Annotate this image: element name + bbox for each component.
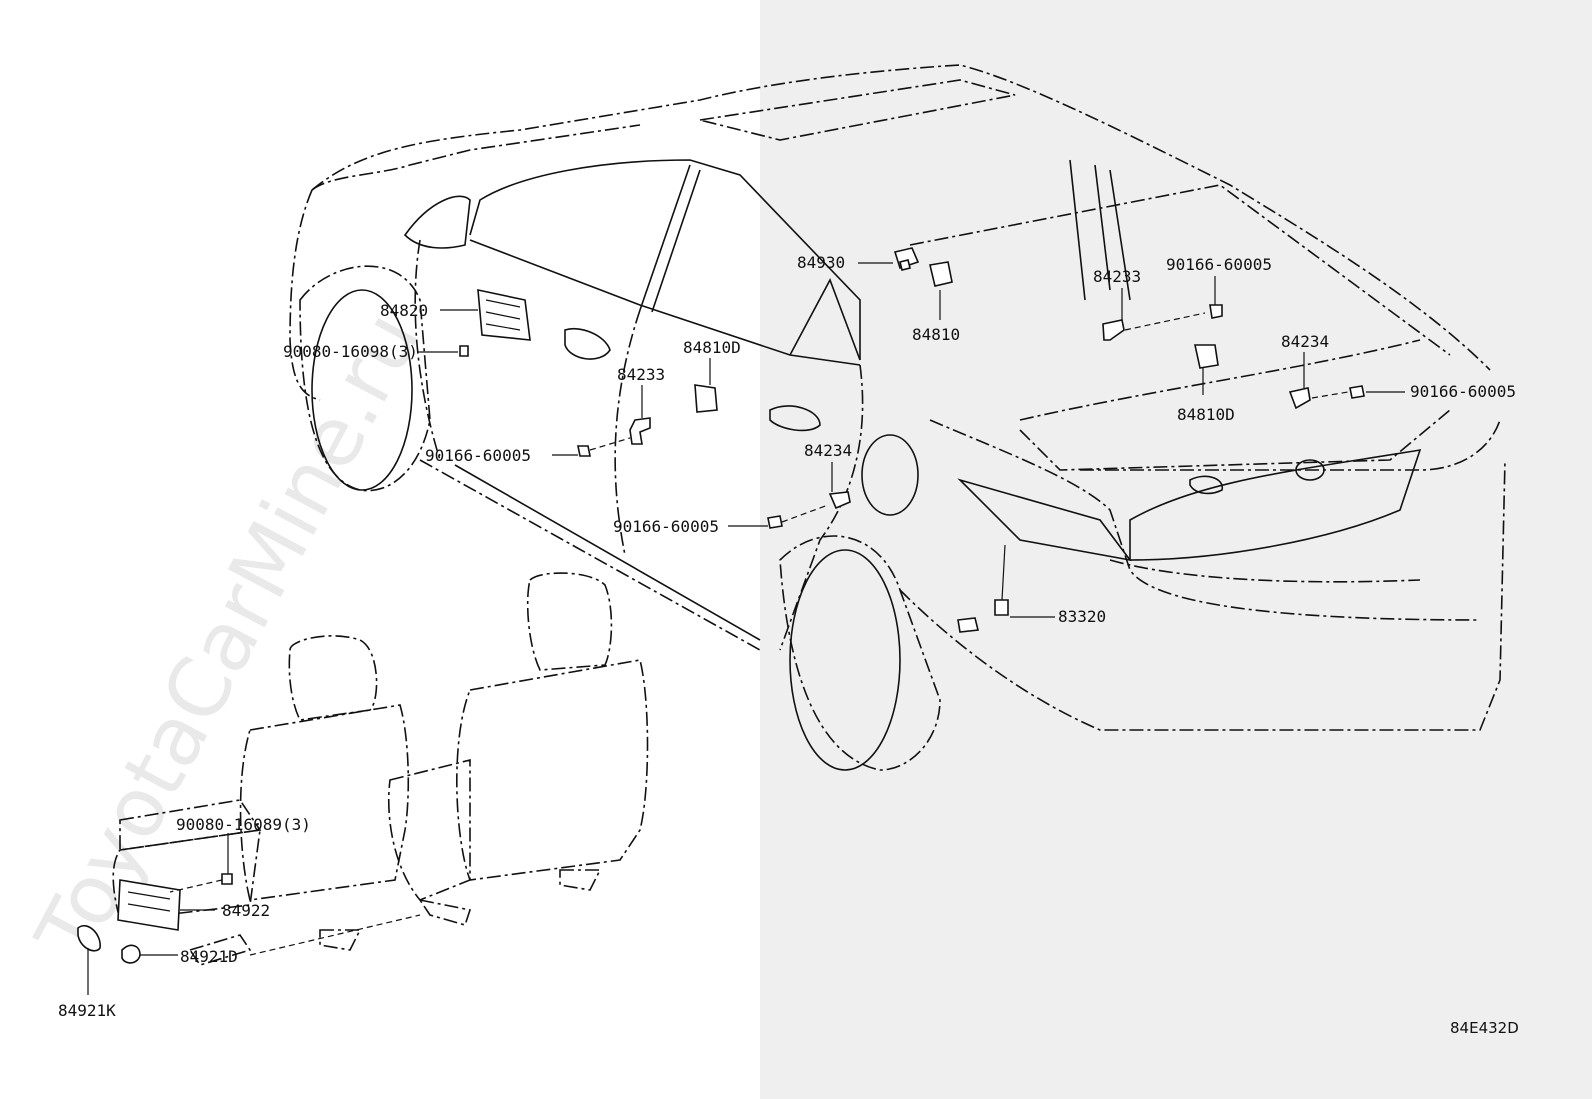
component-90166-front	[577, 445, 591, 457]
component-84810D-rear	[1194, 344, 1219, 369]
label-84930[interactable]: 84930	[797, 253, 845, 272]
component-84810	[929, 261, 953, 287]
gray-background-panel	[760, 0, 1592, 1099]
car-body-outline	[289, 64, 1506, 771]
component-84233-rear	[1102, 319, 1125, 341]
label-90080-16098[interactable]: 90080-16098(3)	[283, 342, 418, 361]
label-84820[interactable]: 84820	[380, 301, 428, 320]
label-90166-rear-a[interactable]: 90166-60005	[1166, 255, 1272, 274]
label-84921K[interactable]: 84921K	[58, 1001, 116, 1020]
label-90080-16089[interactable]: 90080-16089(3)	[176, 815, 311, 834]
label-84810D-front[interactable]: 84810D	[683, 338, 741, 357]
label-84234-front[interactable]: 84234	[804, 441, 852, 460]
label-83320[interactable]: 83320	[1058, 607, 1106, 626]
component-90166-rear-door	[767, 515, 783, 529]
diagram-code: 84E432D	[1450, 1019, 1519, 1037]
component-84234-rear	[1288, 387, 1311, 410]
component-84930	[893, 247, 920, 271]
component-84810D-front	[694, 384, 718, 413]
label-84234-rear[interactable]: 84234	[1281, 332, 1329, 351]
label-90166-front[interactable]: 90166-60005	[425, 446, 531, 465]
label-90166-rear-b[interactable]: 90166-60005	[1410, 382, 1516, 401]
component-84820-switch	[477, 288, 531, 341]
label-84810[interactable]: 84810	[912, 325, 960, 344]
label-84810D-rear[interactable]: 84810D	[1177, 405, 1235, 424]
leader-lines	[87, 262, 1405, 995]
component-84233-front	[629, 417, 651, 445]
label-90166-rear-door[interactable]: 90166-60005	[613, 517, 719, 536]
component-90166-rear-b	[1349, 385, 1365, 399]
component-84921K-knob	[77, 925, 101, 952]
part-labels: 84930 84820 90080-16098(3) 84810D 84233 …	[58, 253, 1516, 1020]
component-90080-seat-screw	[221, 873, 233, 885]
component-84922-switch	[117, 879, 181, 931]
label-84922[interactable]: 84922	[222, 901, 270, 920]
label-84921D[interactable]: 84921D	[180, 947, 238, 966]
component-84234-front	[828, 491, 851, 510]
component-84921D-knob	[121, 944, 141, 964]
component-83320-cable	[957, 544, 1009, 633]
label-84233-rear[interactable]: 84233	[1093, 267, 1141, 286]
component-90166-rear-a	[1209, 304, 1223, 319]
component-90080-door-screw	[459, 345, 469, 357]
label-84233-front[interactable]: 84233	[617, 365, 665, 384]
